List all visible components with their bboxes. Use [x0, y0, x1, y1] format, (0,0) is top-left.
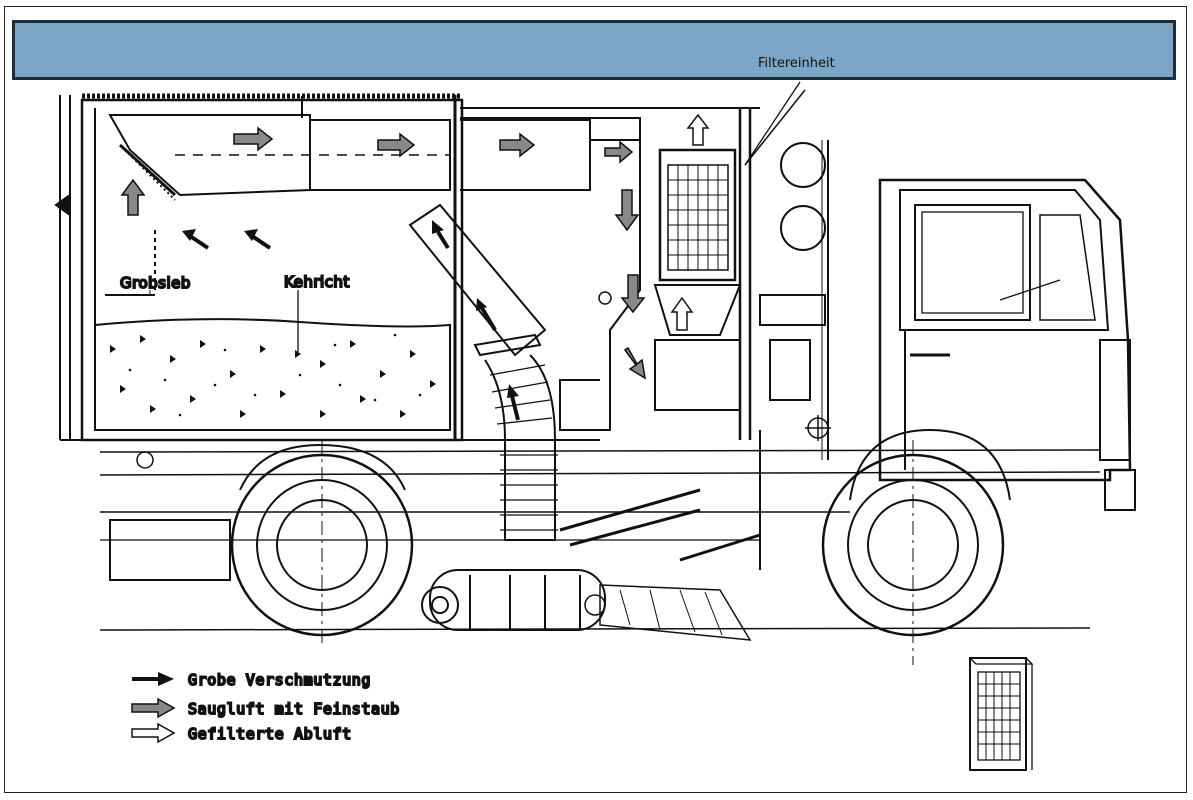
filter-label-leader — [744, 81, 801, 166]
header-bar — [12, 20, 1176, 80]
debris-speckles — [110, 333, 436, 418]
filter-unit — [653, 89, 829, 460]
legend-suction-air: Saugluft mit Feinstaub — [188, 700, 400, 718]
fittings — [136, 291, 831, 616]
legend-hatched-arrow-icon — [131, 697, 176, 719]
rear-wheel — [230, 440, 414, 645]
suction-shaft — [408, 203, 558, 541]
chassis — [99, 430, 1101, 581]
coarse-dirt-arrows — [182, 220, 520, 421]
front-wheel — [821, 440, 1005, 665]
label-coarse-screen: Grobsieb — [120, 274, 191, 292]
ground-line — [99, 627, 1091, 631]
legend-outline-arrow-icon — [131, 722, 176, 744]
legend: Grobe Verschmutzung Saugluft mit Feinsta… — [131, 670, 400, 744]
truck-cab — [239, 178, 1136, 511]
legend-solid-arrow-icon — [132, 672, 174, 686]
legend-filtered-exhaust: Gefilterte Abluft — [188, 725, 352, 743]
legend-coarse-dirt: Grobe Verschmutzung — [188, 671, 371, 689]
filter-cartridge-icon — [969, 657, 1034, 771]
suction-air-arrows — [120, 126, 647, 380]
sweeper-body — [54, 93, 760, 442]
brush-roller — [421, 569, 752, 641]
label-sweepings: Kehricht — [284, 273, 350, 291]
image-frame — [4, 6, 1187, 793]
filtered-exhaust-arrows — [670, 113, 710, 331]
